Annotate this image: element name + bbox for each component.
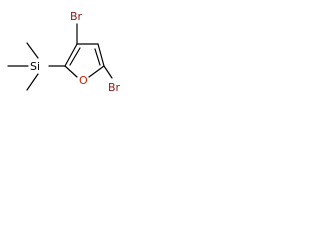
bond-c2-c3-double (69, 47, 81, 66)
bond-c5-br-right (103, 65, 113, 79)
bond-si-methyl-top (26, 42, 39, 59)
atom-label-bromine-right: Br (108, 81, 121, 94)
atom-label-bromine-top: Br (70, 10, 83, 23)
bond-c5-o (88, 65, 105, 78)
molecule-diagram: Si O Br Br (7, 10, 121, 94)
atom-label-silicon: Si (30, 60, 40, 73)
bond-c4-c5 (97, 43, 105, 67)
bond-o-c2 (64, 65, 78, 78)
atom-label-oxygen: O (79, 74, 88, 87)
bond-si-methyl-bottom (26, 73, 39, 91)
bond-c4-c5-double (94, 48, 101, 66)
bond-c2-c3 (64, 43, 78, 67)
